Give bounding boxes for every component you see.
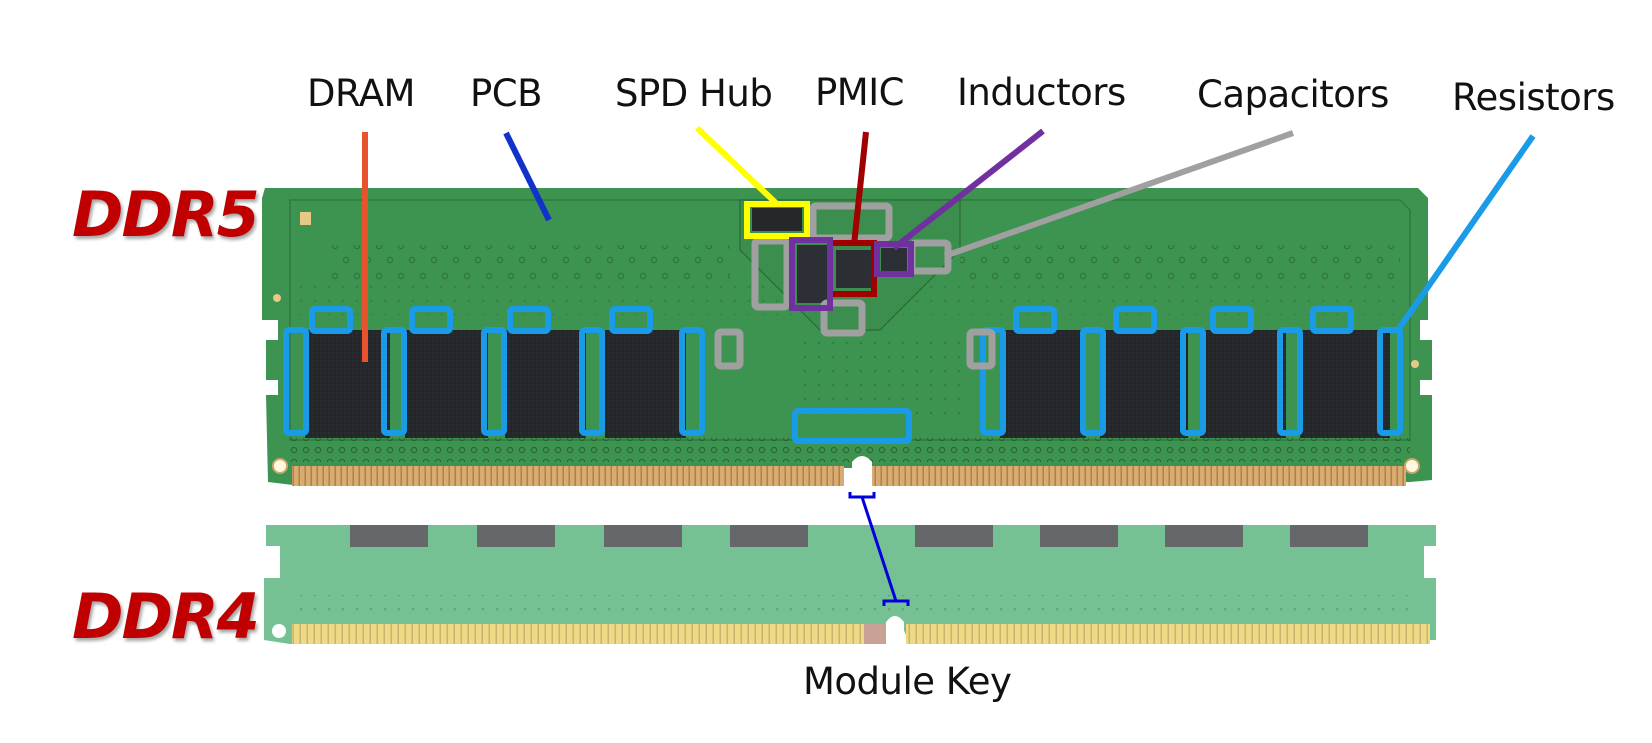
resistor-highlight — [1013, 306, 1057, 334]
resistor-highlight — [1113, 306, 1157, 334]
resistor-highlight — [507, 306, 551, 334]
ddr5-gold-fingers-right — [872, 466, 1406, 486]
ddr5-dram-chip — [405, 330, 488, 438]
callout-label-capacitors: Capacitors — [1197, 73, 1389, 116]
callout-label-inductors: Inductors — [957, 71, 1126, 114]
leader-line-resistors — [1395, 134, 1536, 332]
capacitor-highlight — [751, 237, 791, 311]
ddr4-dram-chip — [604, 525, 682, 547]
leader-line-spd-hub — [694, 125, 781, 208]
pin1-marker — [300, 212, 311, 225]
leader-line-inductors — [892, 128, 1045, 251]
ddr5-dram-chip — [1000, 330, 1086, 438]
resistor-highlight — [283, 327, 309, 436]
ddr5-dram-chip — [1200, 330, 1286, 438]
resistor-highlight — [1180, 327, 1206, 436]
module-key-label: Module Key — [803, 660, 1012, 703]
leader-line-capacitors — [944, 130, 1294, 259]
capacitor-highlight — [820, 299, 866, 337]
capacitor-highlight — [966, 328, 996, 370]
resistor-highlight — [679, 327, 705, 436]
ddr5-dram-chip — [1100, 330, 1188, 438]
resistor-highlight — [409, 306, 453, 334]
inductor-highlight — [789, 237, 833, 311]
ddr4-dram-chip — [477, 525, 555, 547]
resistor-highlight — [1210, 306, 1254, 334]
ddr5-dram-chip — [505, 330, 586, 438]
pmic-chip — [836, 250, 872, 288]
resistor-highlight — [579, 327, 605, 436]
ddr4-module — [264, 525, 1436, 646]
resistor-highlight — [609, 306, 653, 334]
ddr5-gold-fingers-left — [292, 466, 844, 486]
leader-line-pmic — [851, 131, 869, 246]
ddr4-gold-fingers-left — [292, 624, 864, 644]
resistor-highlight — [381, 327, 407, 436]
ddr5-module — [262, 188, 1432, 486]
ddr4-gold-fingers-right — [906, 624, 1430, 644]
resistor-highlight — [1080, 327, 1106, 436]
resistor-highlight — [1310, 306, 1354, 334]
callout-label-pcb: PCB — [470, 72, 543, 115]
ddr5-dram-chip — [305, 330, 390, 438]
ddr4-dram-chip — [1165, 525, 1243, 547]
ddr4-label: DDR4 — [72, 580, 260, 653]
ddr4-dram-chip — [730, 525, 808, 547]
ddr4-dram-chip — [1040, 525, 1118, 547]
resistor-highlight — [481, 327, 507, 436]
ddr4-dram-chip — [1290, 525, 1368, 547]
inductor-right — [881, 248, 907, 272]
callout-label-spd-hub: SPD Hub — [615, 72, 773, 115]
inductor-left — [797, 245, 827, 303]
resistor-highlight — [792, 408, 912, 444]
leader-line-pcb — [503, 131, 552, 222]
resistor-highlight — [1377, 327, 1403, 436]
inductor-highlight — [874, 241, 914, 277]
ddr5-dram-chip — [605, 330, 686, 438]
ddr4-dram-chip — [350, 525, 428, 547]
capacitor-highlight — [809, 202, 893, 242]
resistor-highlight — [1277, 327, 1303, 436]
ddr5-label: DDR5 — [72, 178, 260, 251]
spd-hub-chip — [752, 208, 802, 231]
callout-label-pmic: PMIC — [815, 71, 904, 114]
ddr4-dram-chip — [915, 525, 993, 547]
resistor-highlight — [309, 306, 353, 334]
ddr5-dram-chip — [1300, 330, 1390, 438]
callout-label-dram: DRAM — [307, 72, 415, 115]
capacitor-highlight — [714, 328, 744, 370]
module-key-indicator — [848, 492, 910, 606]
callout-label-resistors: Resistors — [1452, 76, 1615, 119]
